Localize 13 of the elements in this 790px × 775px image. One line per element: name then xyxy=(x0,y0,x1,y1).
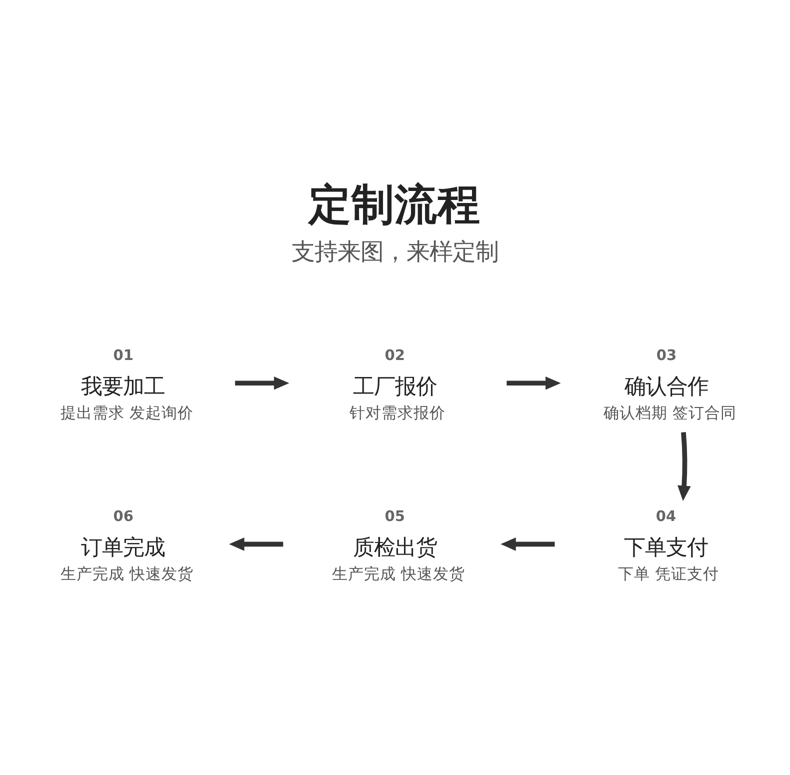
node-text: 03 确认合作 确认档期 签订合同 xyxy=(604,348,736,422)
node-text: 02 工厂报价 针对需求报价 xyxy=(349,348,446,422)
arrow xyxy=(500,537,555,551)
node-text: 04 下单支付 下单 凭证支付 xyxy=(618,508,720,583)
arrow xyxy=(229,537,284,551)
node-text: 05 质检出货 生产完成 快速发货 xyxy=(332,508,465,583)
arrow xyxy=(506,376,561,390)
arrow xyxy=(235,376,290,390)
node-text: 06 订单完成 生产完成 快速发货 xyxy=(60,508,194,583)
arrow xyxy=(678,432,691,501)
node-text: 01 我要加工 提出需求 发起询价 xyxy=(60,348,194,422)
diagram-title: 定制流程 xyxy=(308,180,481,230)
label: 支持来图，来样定制 xyxy=(292,238,498,266)
